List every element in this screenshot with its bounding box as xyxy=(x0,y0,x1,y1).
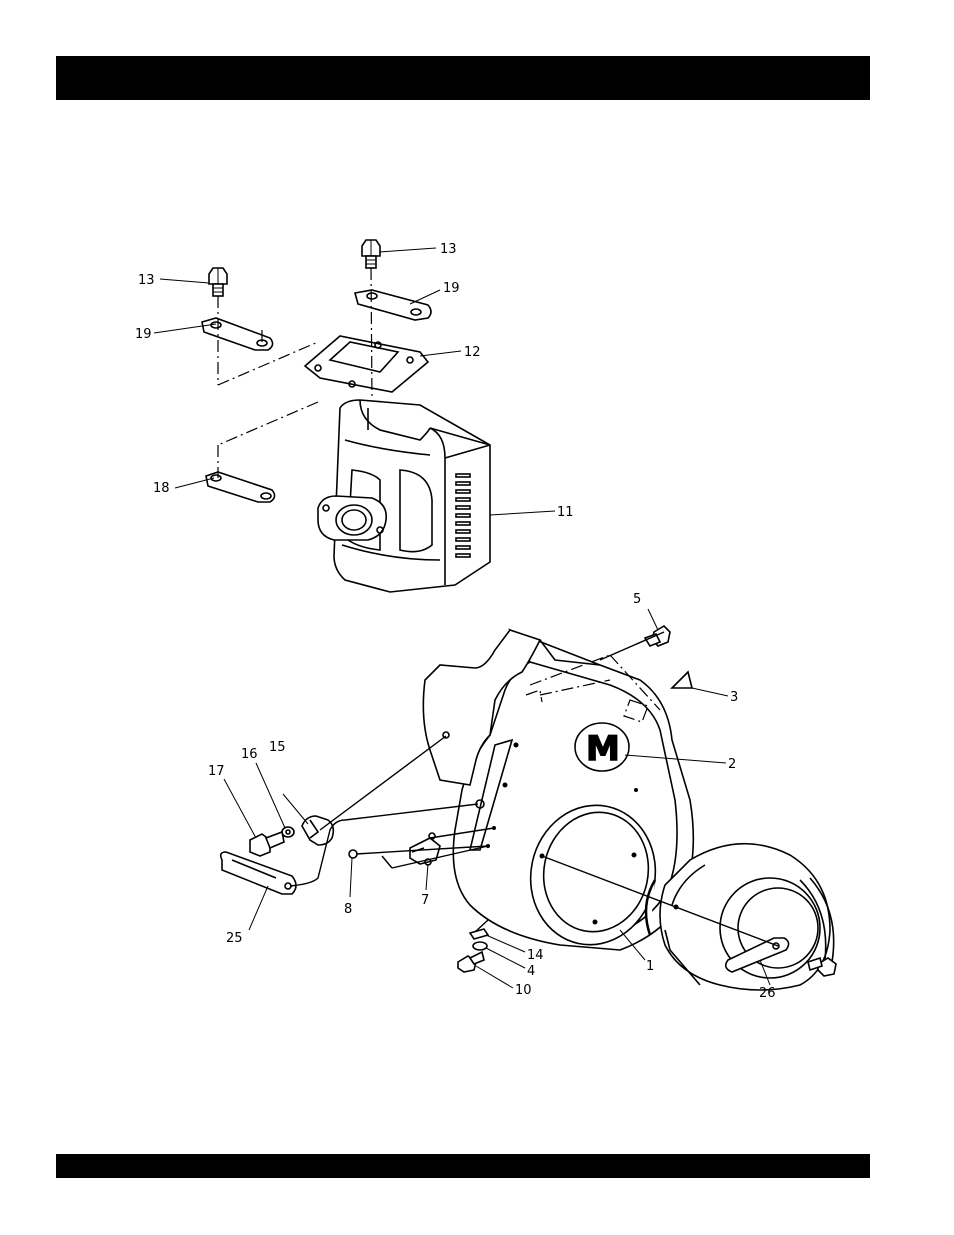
washer-14 xyxy=(470,929,488,939)
bolt-13-left xyxy=(209,268,227,296)
label-15: 15 xyxy=(269,740,286,755)
blower-housing-1: M xyxy=(423,630,693,956)
label-13-right: 13 xyxy=(440,242,457,257)
label-17: 17 xyxy=(208,764,225,779)
label-14: 14 xyxy=(527,948,544,963)
label-19-right: 19 xyxy=(443,281,460,296)
muffler-11 xyxy=(318,400,490,592)
bolt-13-right xyxy=(362,240,380,268)
label-12: 12 xyxy=(464,345,481,360)
emblem-2: M xyxy=(575,723,629,771)
label-13-left: 13 xyxy=(138,273,155,288)
exhaust-flange xyxy=(318,496,386,540)
label-25: 25 xyxy=(226,931,243,946)
label-18: 18 xyxy=(153,481,170,496)
label-1: 1 xyxy=(646,959,654,974)
label-5: 5 xyxy=(633,592,641,607)
label-8: 8 xyxy=(344,902,352,917)
screw-8 xyxy=(349,850,357,858)
label-19-left: 19 xyxy=(135,327,152,342)
emblem-letter: M xyxy=(586,729,620,769)
blower-housing-assembly: M xyxy=(221,626,836,990)
bracket-19-right xyxy=(355,290,431,320)
label-26: 26 xyxy=(759,986,776,1001)
washer-16 xyxy=(282,827,294,837)
label-7: 7 xyxy=(421,893,429,908)
label-3: 3 xyxy=(730,690,738,705)
label-2: 2 xyxy=(728,757,736,772)
heat-shield-plate-12 xyxy=(305,336,428,392)
clamp-15 xyxy=(302,816,333,845)
decal-3 xyxy=(672,672,692,688)
label-10: 10 xyxy=(515,983,532,998)
bracket-18 xyxy=(206,472,275,502)
label-4: 4 xyxy=(527,964,535,979)
label-11: 11 xyxy=(557,505,574,520)
label-16: 16 xyxy=(241,747,258,762)
washer-4 xyxy=(473,942,487,950)
strap-25 xyxy=(221,852,296,894)
